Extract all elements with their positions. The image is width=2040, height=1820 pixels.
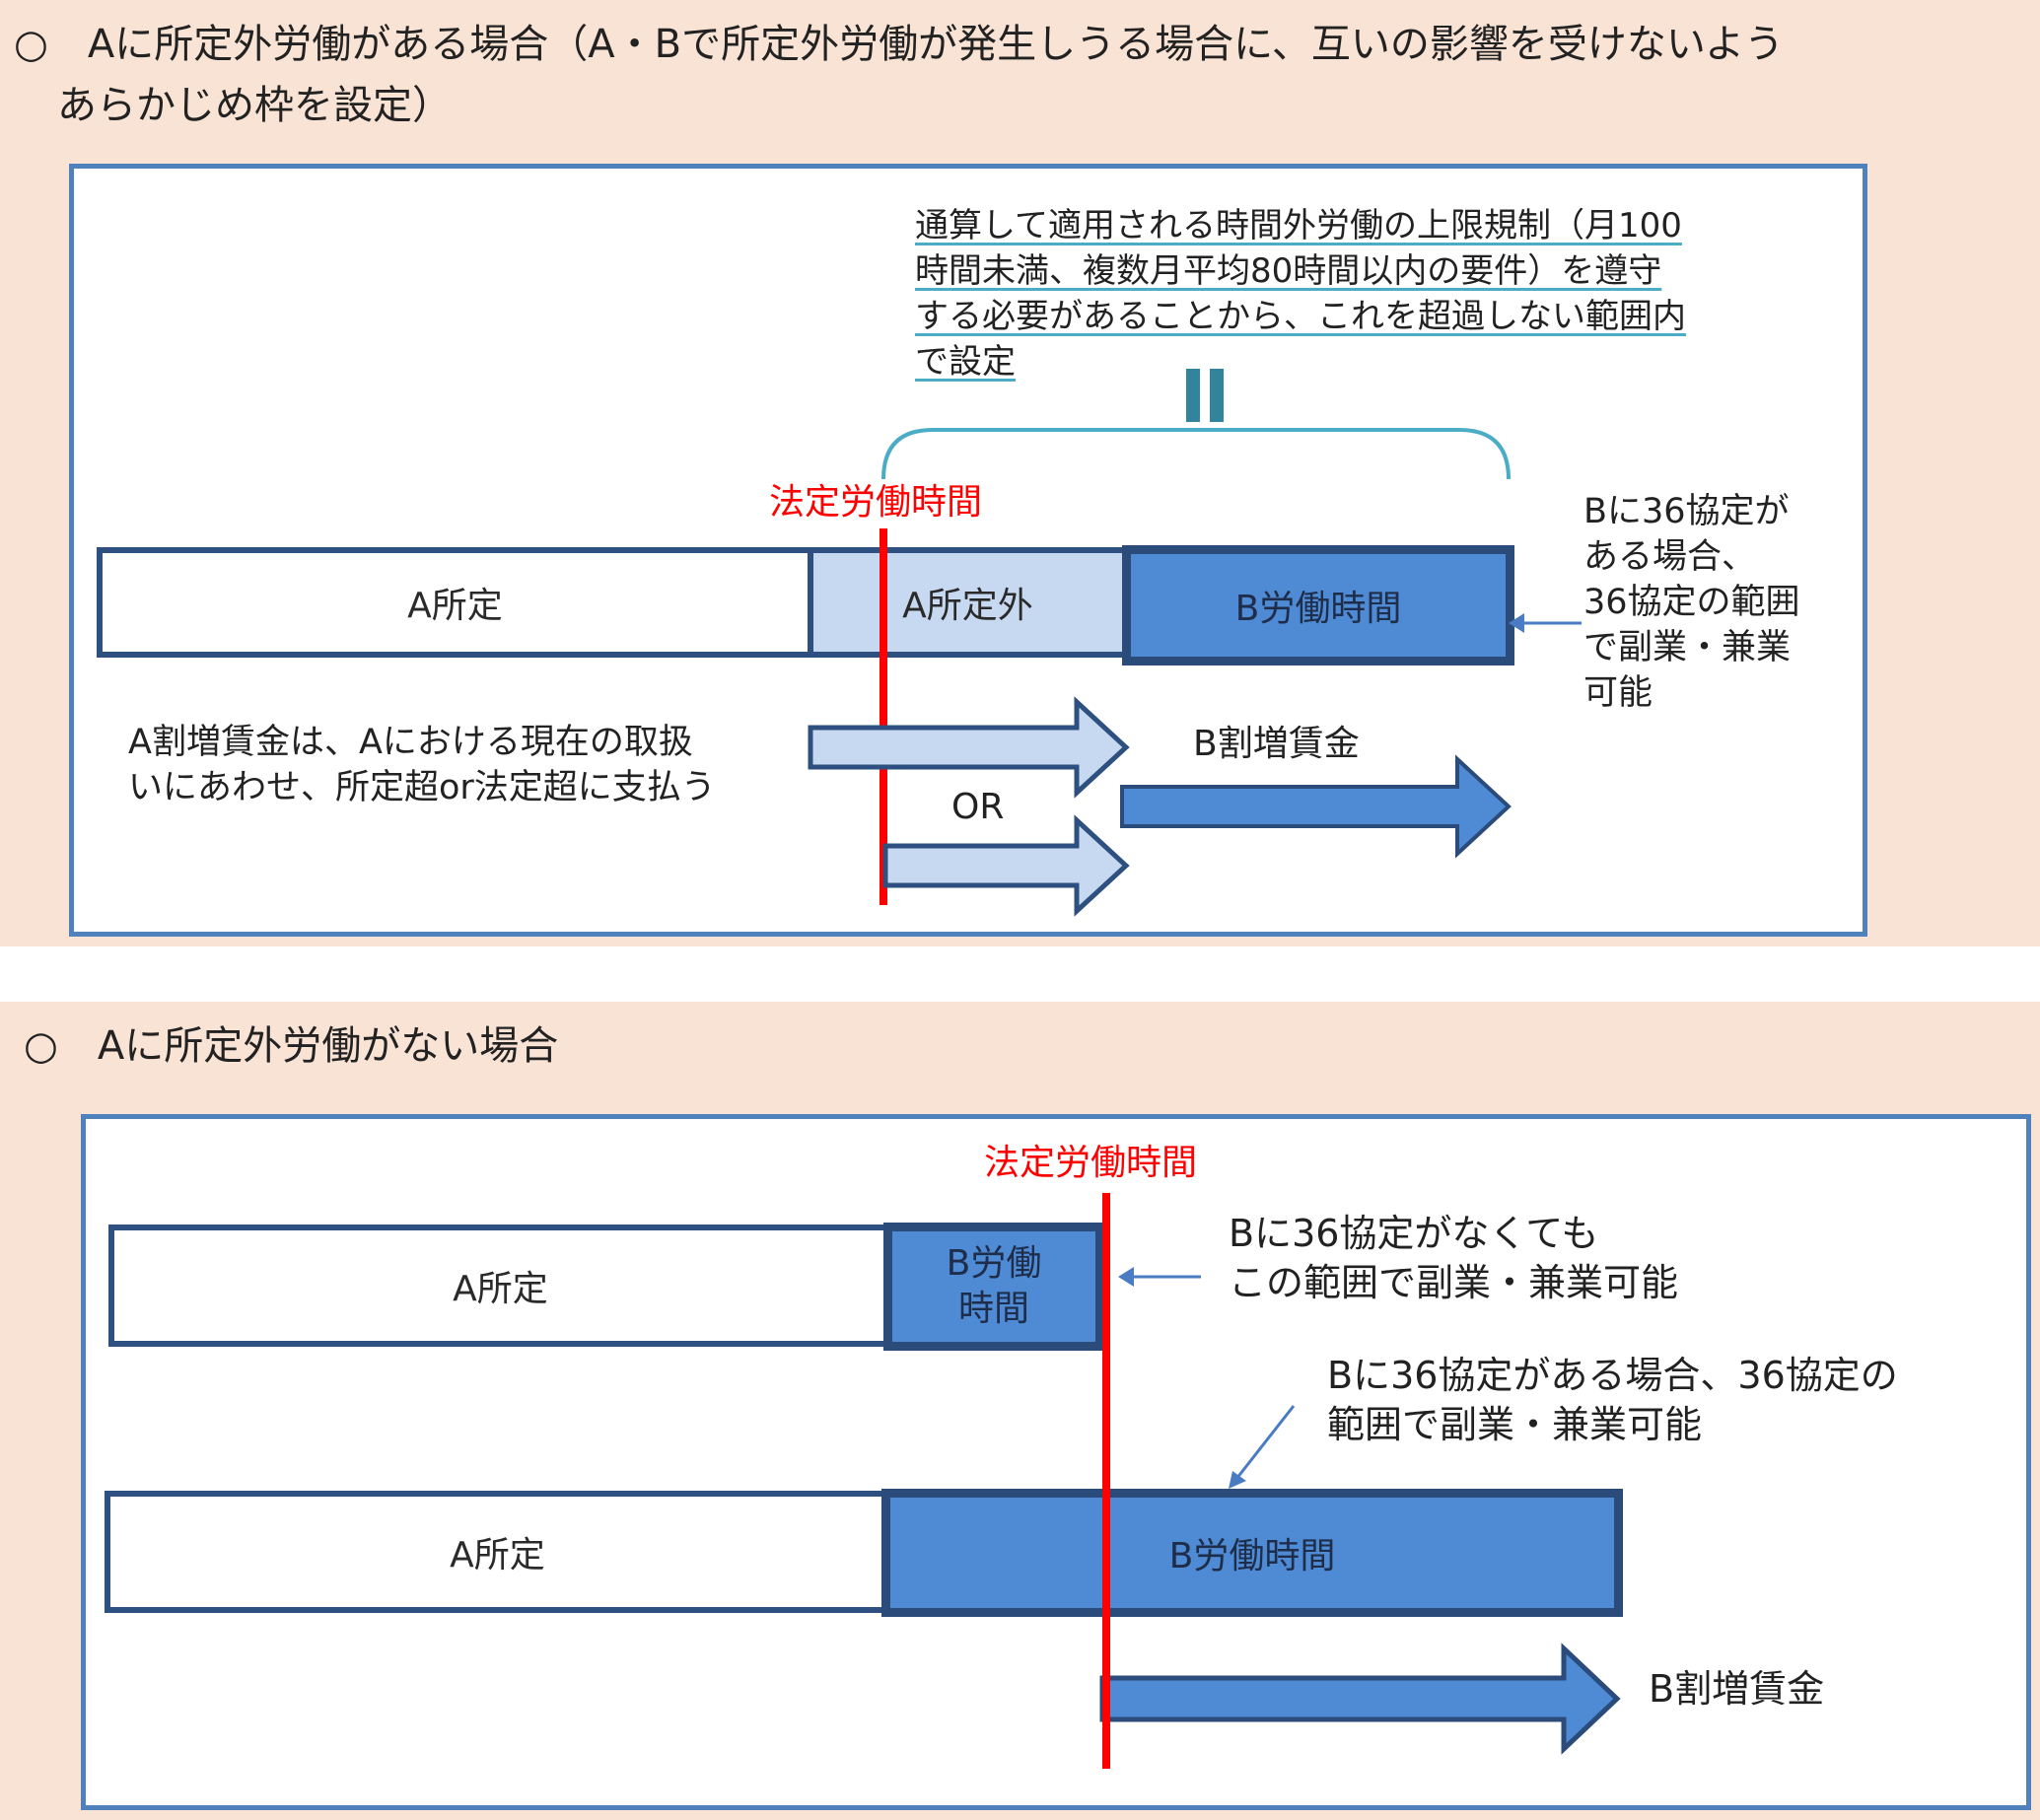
note1-line-2: この範囲で副業・兼業可能: [1229, 1261, 1679, 1304]
note2-line-2: 範囲で副業・兼業可能: [1327, 1403, 1703, 1446]
a-premium-arrow-lower: [882, 814, 1130, 917]
side-note-line-2: ある場合、: [1583, 537, 1757, 577]
note-line-4: で設定: [915, 342, 1016, 382]
note-line-1: 通算して適用される時間外労働の上限規制（月100: [915, 206, 1682, 245]
note1-line-1: Bに36協定がなくても: [1229, 1212, 1599, 1255]
section2-row1-box-b: B労働 時間: [883, 1223, 1104, 1351]
note-line-2: 時間未満、複数月平均80時間以内の要件）を遵守: [915, 251, 1662, 291]
section2-legal-hours-line: [1102, 1193, 1110, 1769]
section2-note1: Bに36協定がなくても この範囲で副業・兼業可能: [1229, 1209, 1678, 1307]
equal-sign-icon: [1186, 369, 1231, 422]
section2-note2-arrow-icon: [1229, 1405, 1296, 1489]
section1-b-premium-label: B割増賃金: [1193, 724, 1360, 764]
section2-b-premium-label: B割増賃金: [1649, 1667, 1825, 1711]
section1-side-note: Bに36協定が ある場合、 36協定の範囲 で副業・兼業 可能: [1583, 489, 1800, 716]
section2-row1-box-a: A所定: [108, 1225, 892, 1347]
section2-b-premium-arrow: [1099, 1643, 1621, 1755]
section1-side-arrow-icon: [1509, 613, 1582, 633]
side-note-line-1: Bに36協定が: [1583, 492, 1790, 531]
section2-heading: ○ Aに所定外労働がない場合: [24, 1023, 559, 1069]
section2-legal-hours-label: 法定労働時間: [984, 1143, 1198, 1183]
section1-box-a: A所定: [97, 547, 813, 658]
section2-row2-box-a: A所定: [105, 1491, 890, 1613]
section2-row2-box-b: B労働時間: [881, 1489, 1623, 1617]
section1-heading-line1: ○ Aに所定外労働がある場合（A・Bで所定外労働が発生しうる場合に、互いの影響を…: [14, 22, 1785, 67]
row1-box-b-line-2: 時間: [957, 1289, 1029, 1329]
section1-legal-hours-line: [879, 528, 887, 905]
note-line-3: する必要があることから、これを超過しない範囲内: [915, 297, 1686, 336]
a-premium-line-1: A割増賃金は、Aにおける現在の取扱: [128, 723, 693, 762]
side-note-line-5: 可能: [1583, 673, 1653, 713]
a-premium-arrow-upper: [808, 696, 1130, 799]
section1-heading-line2: あらかじめ枠を設定）: [57, 83, 452, 128]
a-premium-line-2: いにあわせ、所定超or法定超に支払う: [128, 768, 716, 807]
row1-box-b-line-1: B労働: [946, 1243, 1042, 1284]
section1-b-premium-arrow: [1120, 754, 1512, 859]
brace-icon: [881, 428, 1511, 480]
side-note-line-3: 36協定の範囲: [1583, 583, 1800, 622]
section1-box-a-overtime: A所定外: [810, 547, 1128, 658]
side-note-line-4: で副業・兼業: [1583, 628, 1792, 667]
section1-box-b: B労働時間: [1122, 545, 1514, 665]
section2-note2: Bに36協定がある場合、36協定の 範囲で副業・兼業可能: [1327, 1351, 1898, 1449]
section1-note: 通算して適用される時間外労働の上限規制（月100 時間未満、複数月平均80時間以…: [915, 203, 1686, 385]
section1-a-premium-note: A割増賃金は、Aにおける現在の取扱 いにあわせ、所定超or法定超に支払う: [128, 720, 716, 810]
section1-legal-hours-label: 法定労働時間: [769, 482, 983, 523]
note2-line-1: Bに36協定がある場合、36協定の: [1327, 1354, 1898, 1397]
section2-note1-arrow-icon: [1118, 1267, 1201, 1287]
or-label: OR: [951, 787, 1005, 827]
